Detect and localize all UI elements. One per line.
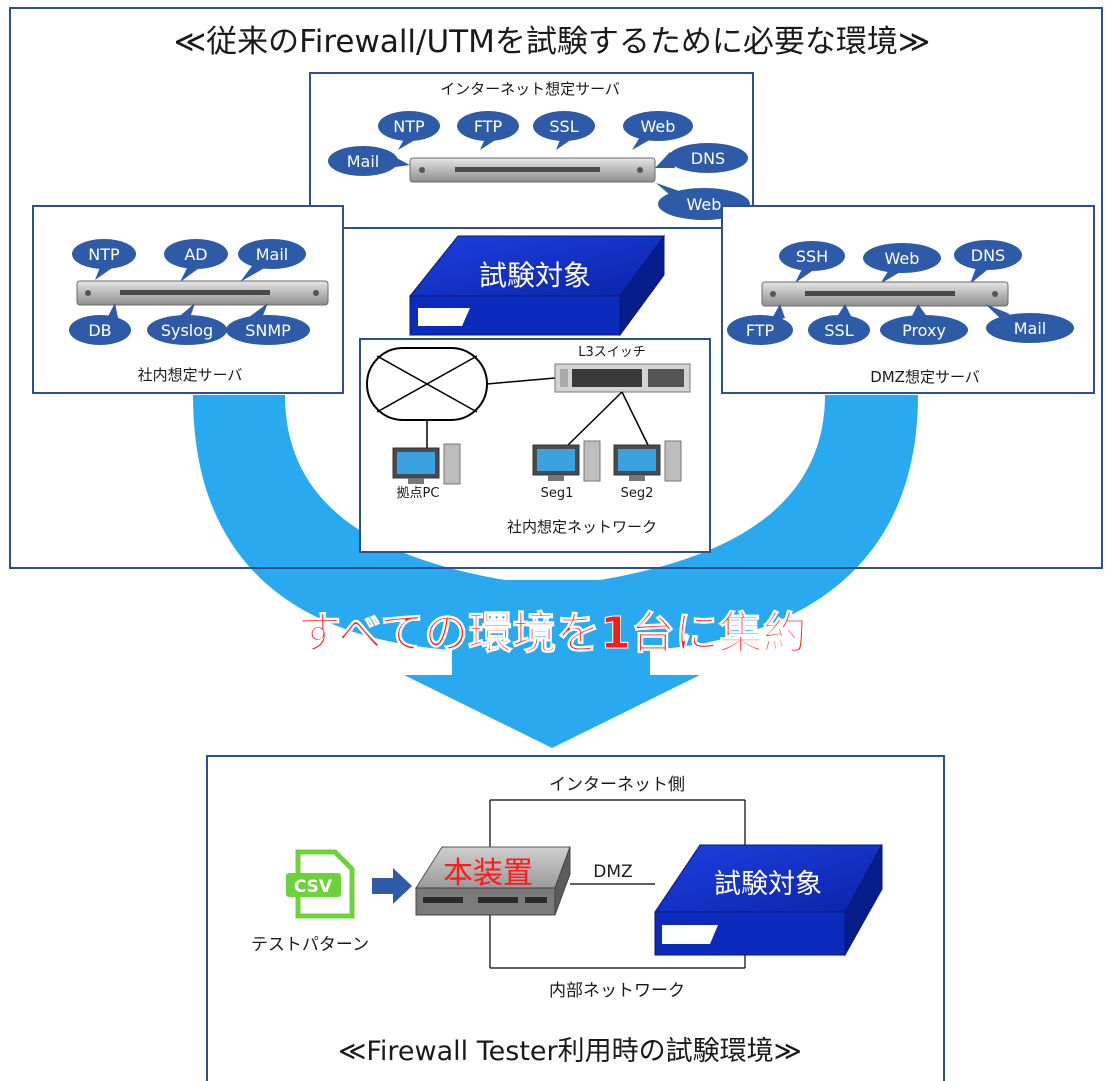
service-bubble: DNS bbox=[954, 240, 1022, 284]
service-label: FTP bbox=[474, 117, 503, 136]
service-bubble: AD bbox=[164, 239, 228, 282]
dmz-server-group: SSH Web DNS FTP SSL bbox=[721, 205, 1095, 394]
dmz-server-label: DMZ想定サーバ bbox=[870, 368, 980, 386]
rack-server-icon bbox=[761, 281, 1009, 307]
service-label: SSL bbox=[549, 117, 578, 136]
internal-network-label: 社内想定ネットワーク bbox=[507, 518, 657, 536]
network-link bbox=[486, 377, 556, 385]
pc-label: Seg2 bbox=[621, 486, 654, 501]
service-label: Web bbox=[885, 249, 920, 268]
internet-server-label: インターネット想定サーバ bbox=[440, 80, 620, 98]
service-label: Mail bbox=[347, 152, 380, 171]
test-target-label: 試験対象 bbox=[479, 259, 591, 292]
dmz-label: DMZ bbox=[593, 862, 632, 882]
service-label: SSL bbox=[824, 321, 853, 340]
test-target-label: 試験対象 bbox=[714, 869, 822, 900]
internal-net-label: 内部ネットワーク bbox=[549, 981, 685, 1001]
internet-server-group: インターネット想定サーバ NTP FTP SSL Web bbox=[309, 72, 754, 229]
service-bubble: NTP bbox=[72, 239, 136, 280]
service-bubble: SSL bbox=[808, 304, 870, 345]
tester-device: 本装置 bbox=[415, 846, 571, 916]
network-link bbox=[567, 391, 623, 446]
service-label: DNS bbox=[691, 149, 725, 168]
service-label: Web bbox=[641, 117, 676, 136]
test-target-device: 試験対象 bbox=[408, 234, 665, 337]
service-label: DB bbox=[88, 321, 111, 340]
service-bubble: Proxy bbox=[880, 304, 968, 345]
service-label: Syslog bbox=[161, 321, 213, 340]
csv-file-icon: CSV bbox=[286, 849, 355, 919]
arrow-right-icon bbox=[372, 868, 412, 904]
service-label: Mail bbox=[1014, 319, 1047, 338]
test-target-device: 試験対象 bbox=[654, 844, 883, 957]
service-label: NTP bbox=[88, 245, 120, 264]
internal-server-group: NTP AD Mail DB Syslog bbox=[32, 205, 344, 394]
service-bubble: SSL bbox=[533, 111, 595, 150]
internet-side-label: インターネット側 bbox=[549, 775, 685, 795]
service-label: Mail bbox=[256, 245, 289, 264]
service-label: NTP bbox=[393, 117, 425, 136]
router-icon bbox=[366, 347, 488, 421]
rack-server-icon bbox=[76, 280, 329, 306]
service-label: FTP bbox=[746, 321, 775, 340]
switch-label: L3スイッチ bbox=[578, 345, 646, 360]
merge-arrow bbox=[193, 395, 918, 748]
service-bubble: Mail bbox=[238, 239, 306, 282]
tester-title: ≪Firewall Tester利用時の試験環境≫ bbox=[338, 1036, 802, 1067]
service-bubble: Syslog bbox=[147, 303, 227, 345]
csv-label: CSV bbox=[294, 877, 333, 897]
rack-server-icon bbox=[409, 157, 656, 183]
service-label: SNMP bbox=[245, 321, 291, 340]
service-bubble: FTP bbox=[727, 304, 793, 345]
service-bubble: SNMP bbox=[226, 303, 310, 345]
pc-icon bbox=[392, 443, 461, 485]
device-label: 本装置 bbox=[443, 856, 533, 891]
service-label: SSH bbox=[796, 247, 828, 266]
service-bubble: Mail bbox=[985, 304, 1074, 343]
service-label: Web bbox=[687, 195, 722, 214]
service-label: Proxy bbox=[902, 321, 946, 340]
test-pattern-label: テストパターン bbox=[251, 935, 369, 955]
service-bubble: DNS bbox=[655, 143, 748, 173]
service-bubble: FTP bbox=[457, 111, 519, 150]
legacy-title: ≪従来のFirewall/UTMを試験するために必要な環境≫ bbox=[174, 24, 931, 60]
pc-icon bbox=[532, 440, 601, 482]
pc-icon bbox=[613, 440, 682, 482]
pc-label: 拠点PC bbox=[397, 486, 440, 501]
consolidation-banner: すべての環境を1台に集約 bbox=[297, 608, 807, 659]
pc-label: Seg1 bbox=[541, 486, 574, 501]
service-bubble: Web bbox=[863, 243, 941, 284]
network-link bbox=[621, 391, 649, 446]
l3-switch-icon bbox=[554, 363, 691, 393]
service-bubble: SSH bbox=[779, 241, 845, 283]
service-bubble: Mail bbox=[328, 146, 410, 176]
service-label: DNS bbox=[971, 246, 1005, 265]
service-bubble: DB bbox=[69, 303, 131, 345]
internal-server-label: 社内想定サーバ bbox=[138, 366, 243, 384]
service-bubble: Web bbox=[623, 111, 693, 150]
service-label: AD bbox=[184, 245, 207, 264]
legacy-environment-frame bbox=[9, 7, 1103, 569]
internal-network-group: L3スイッチ 拠点PC Seg1 Seg2 bbox=[359, 338, 711, 553]
service-bubble: NTP bbox=[378, 111, 440, 150]
